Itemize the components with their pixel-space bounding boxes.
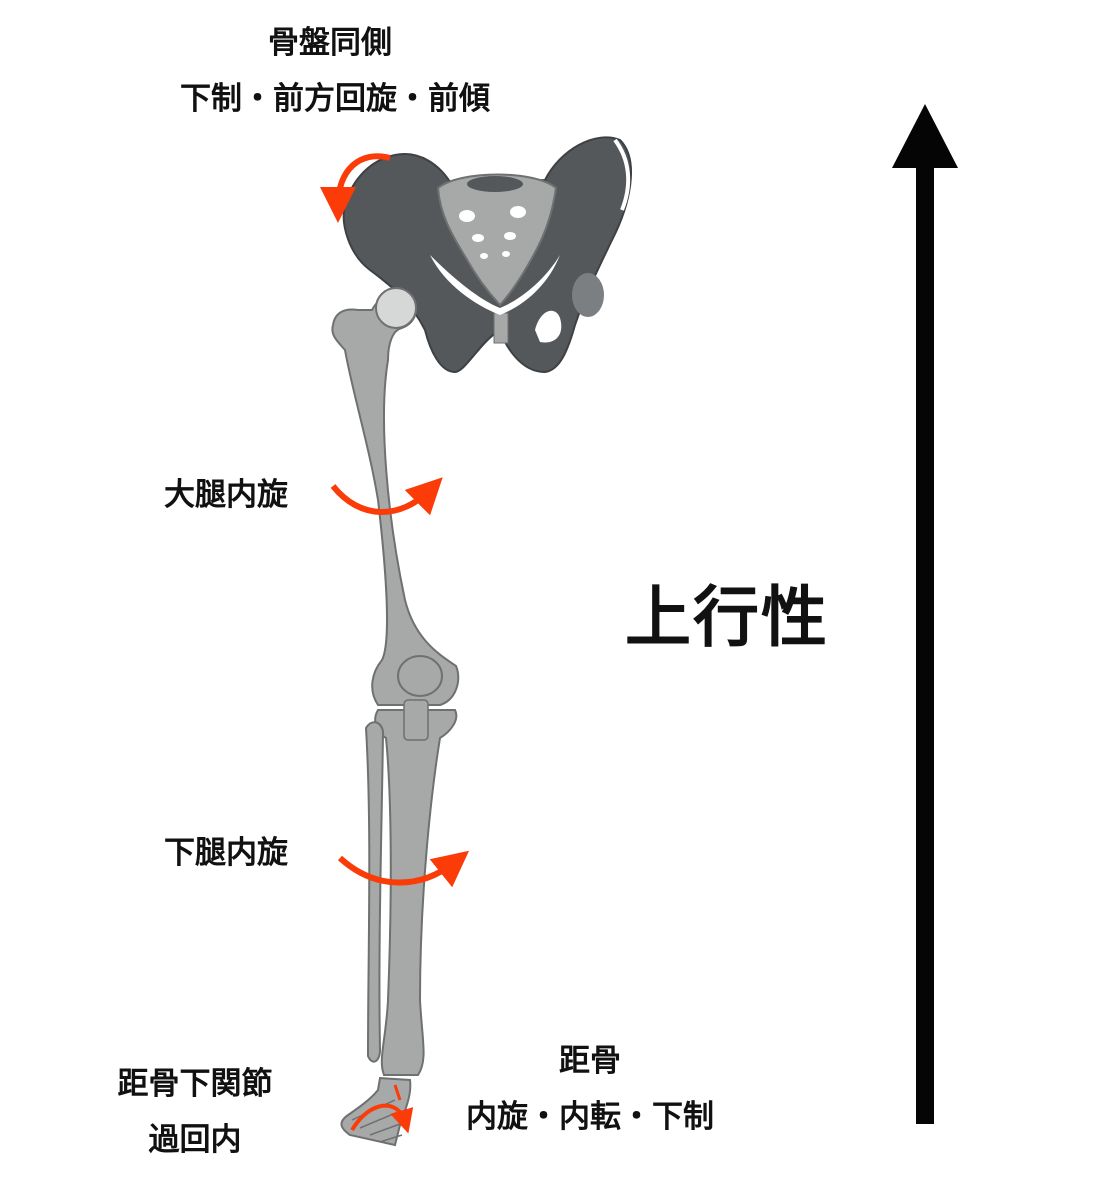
subtalar-description-label: 過回内	[148, 1122, 242, 1158]
tibia-bone	[374, 699, 458, 1076]
pelvis-title-label: 骨盤同側	[268, 25, 392, 61]
pelvis-rotation-arrow-icon	[320, 153, 391, 223]
sacrum-bone	[436, 173, 558, 307]
femur-bone	[331, 287, 460, 706]
ascending-direction-label: 上行性	[625, 579, 829, 656]
thigh-rotation-label: 大腿内旋	[164, 477, 288, 513]
talus-description-label: 内旋・内転・下制	[466, 1099, 714, 1135]
ascending-arrow-icon	[892, 104, 958, 1124]
talus-label: 距骨	[559, 1043, 621, 1079]
subtalar-joint-label: 距骨下関節	[117, 1066, 273, 1102]
talus-marker-arrow-icon	[393, 1084, 402, 1101]
shin-rotation-label: 下腿内旋	[164, 835, 288, 871]
shin-rotation-arrow-icon	[337, 850, 470, 888]
thigh-rotation-arrow-icon	[330, 477, 443, 516]
pelvis-description-label: 下制・前方回旋・前傾	[180, 81, 490, 117]
foot-rotation-arrow-icon	[350, 1103, 414, 1134]
fibula-bone	[364, 721, 385, 1063]
